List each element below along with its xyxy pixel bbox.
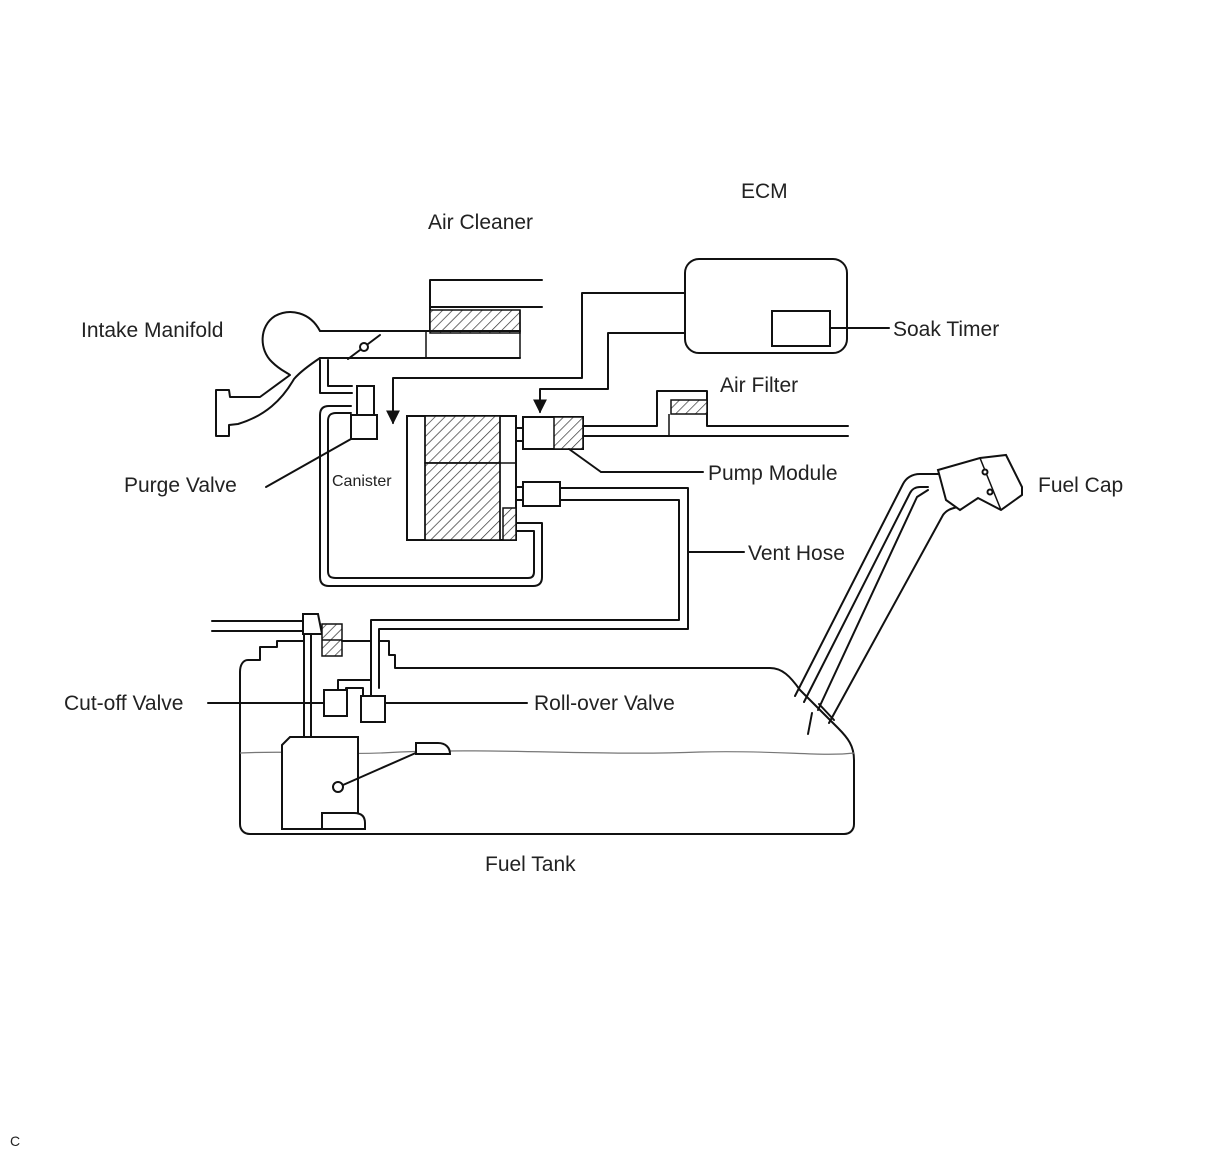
fuel-cap [936, 453, 1023, 512]
ecm-wires [386, 292, 686, 425]
canister [406, 415, 517, 541]
air-cleaner-label: Air Cleaner [428, 211, 533, 234]
corner-mark: C [10, 1133, 21, 1149]
air-filter-label: Air Filter [720, 374, 798, 397]
fuel-tank-label: Fuel Tank [485, 853, 576, 876]
cutoff-valve [323, 689, 348, 717]
fuel-cap-label: Fuel Cap [1038, 474, 1123, 497]
pump-module [515, 416, 704, 473]
intake-manifold-label: Intake Manifold [81, 319, 223, 342]
ecm-label: ECM [741, 180, 788, 203]
filler-neck [794, 453, 1023, 735]
purge-valve [350, 414, 378, 440]
rollover-valve-label: Roll-over Valve [534, 692, 675, 715]
ecm-unit [684, 258, 890, 354]
pump-module-label: Pump Module [708, 462, 838, 485]
purge-valve-label: Purge Valve [124, 474, 237, 497]
rollover-valve [360, 695, 386, 723]
purge-valve-leader [265, 438, 352, 488]
air-cleaner [425, 279, 543, 358]
valves [207, 679, 528, 723]
fuel-tank [239, 640, 855, 835]
tank-vapor-line [211, 613, 343, 741]
cutoff-valve-label: Cut-off Valve [64, 692, 183, 715]
air-filter [582, 390, 849, 437]
intake-manifold [215, 311, 521, 437]
canister-label: Canister [332, 473, 392, 490]
vent-hose-label: Vent Hose [748, 542, 845, 565]
soak-timer-label: Soak Timer [893, 318, 999, 341]
pump-module-leader-a [568, 448, 602, 473]
soak-timer-box [771, 310, 831, 347]
purge-line [265, 359, 543, 587]
purge-valve-stem [356, 385, 375, 418]
